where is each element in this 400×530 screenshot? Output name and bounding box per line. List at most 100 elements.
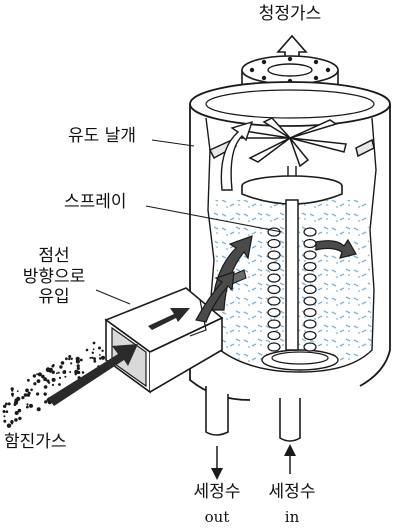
dust-dot bbox=[51, 364, 55, 368]
dust-dot bbox=[29, 403, 33, 408]
dust-dot bbox=[36, 379, 41, 383]
spray-nozzle bbox=[303, 296, 317, 306]
spray-nozzle bbox=[303, 227, 317, 237]
dust-dot bbox=[76, 364, 80, 368]
dust-dot bbox=[11, 394, 14, 397]
dust-dot bbox=[13, 403, 17, 406]
wash-water-out-label: 세정수 bbox=[193, 482, 241, 502]
dust-dot bbox=[76, 366, 80, 370]
spray-nozzle bbox=[303, 273, 317, 283]
dust-dot bbox=[27, 391, 31, 395]
dirty-gas-arrow bbox=[48, 344, 138, 406]
dust-dot bbox=[93, 357, 96, 361]
dust-dot bbox=[60, 361, 65, 365]
dust-dot bbox=[10, 387, 14, 391]
dust-dot bbox=[75, 359, 80, 364]
dust-dot bbox=[58, 376, 62, 379]
dust-dot bbox=[59, 365, 63, 369]
dust-dot bbox=[46, 379, 50, 383]
dust-dot bbox=[16, 396, 21, 401]
dust-dot bbox=[92, 341, 96, 345]
dust-dot bbox=[69, 371, 72, 373]
dust-dot bbox=[98, 346, 101, 350]
dust-dot bbox=[64, 375, 67, 378]
dust-dot bbox=[3, 415, 6, 418]
dust-dot bbox=[44, 400, 48, 404]
dust-dot bbox=[57, 371, 60, 374]
dust-dot bbox=[92, 348, 95, 351]
dust-dot bbox=[3, 419, 7, 423]
spray-nozzle bbox=[267, 284, 281, 295]
dust-dot bbox=[16, 390, 19, 392]
dust-dot bbox=[2, 410, 6, 413]
dust-dot bbox=[2, 404, 7, 408]
wash-water-in-label: 세정수 bbox=[268, 482, 316, 502]
spray-nozzle bbox=[267, 238, 281, 249]
leader-lines bbox=[95, 139, 283, 305]
dust-dot bbox=[68, 357, 71, 361]
spray-nozzle bbox=[303, 250, 317, 260]
tangential-inlet-label: 점선 방향으로 유입 bbox=[22, 246, 86, 308]
dust-dot bbox=[11, 389, 14, 392]
dust-dot bbox=[101, 349, 104, 352]
dust-dot bbox=[74, 369, 79, 375]
dust-dot bbox=[89, 356, 92, 359]
dust-dot bbox=[27, 378, 30, 382]
dirty-gas-label: 함진가스 bbox=[4, 432, 67, 452]
dust-dot bbox=[101, 357, 105, 360]
dust-dot bbox=[7, 402, 11, 406]
spray-nozzle bbox=[303, 319, 317, 329]
dust-dot bbox=[58, 383, 61, 386]
dust-dot bbox=[91, 351, 95, 354]
dust-dot bbox=[18, 416, 22, 421]
wash-water-out-en: out bbox=[204, 508, 230, 526]
dust-dot bbox=[51, 383, 55, 386]
dust-dot bbox=[48, 369, 52, 373]
dust-dot bbox=[51, 377, 56, 382]
dust-dot bbox=[6, 423, 12, 428]
dust-dot bbox=[32, 374, 37, 378]
spray-nozzle bbox=[267, 296, 281, 306]
spray-nozzle bbox=[303, 238, 317, 249]
spray-nozzle bbox=[303, 330, 317, 341]
spray-nozzle bbox=[267, 261, 281, 272]
dust-dot bbox=[64, 370, 66, 372]
dust-dot bbox=[36, 373, 39, 376]
spray-nozzle bbox=[267, 273, 281, 283]
dust-dot bbox=[68, 355, 72, 358]
spray-nozzle bbox=[303, 342, 317, 352]
swirl-arrow-right bbox=[315, 238, 357, 259]
clean-gas-label: 청정가스 bbox=[258, 4, 322, 24]
dust-dot bbox=[70, 362, 73, 365]
dust-dot bbox=[25, 388, 29, 393]
spray-nozzle bbox=[303, 261, 317, 272]
dust-dot bbox=[43, 392, 47, 396]
guide-vanes bbox=[208, 117, 375, 168]
inlet-duct bbox=[104, 271, 235, 394]
spray-nozzle bbox=[303, 284, 317, 295]
dust-dot bbox=[43, 377, 47, 382]
spray-nozzle bbox=[303, 307, 317, 318]
dust-dot bbox=[85, 348, 89, 352]
dust-dot bbox=[5, 410, 9, 414]
dust-dot bbox=[65, 357, 68, 361]
spray-label: 스프레이 bbox=[64, 192, 127, 212]
dust-dot bbox=[14, 411, 19, 415]
water-pipes bbox=[205, 386, 301, 480]
spray-nozzle bbox=[267, 319, 281, 329]
swirl-arrow-top bbox=[220, 120, 254, 191]
dust-dot bbox=[36, 407, 41, 412]
spray-assembly bbox=[241, 166, 343, 351]
spray-nozzle bbox=[267, 342, 281, 352]
dust-dot bbox=[5, 402, 8, 406]
vessel-top bbox=[189, 81, 391, 127]
dust-dot bbox=[70, 357, 73, 360]
dust-dot bbox=[93, 359, 97, 363]
dust-dot bbox=[79, 358, 83, 362]
spray-nozzle bbox=[267, 307, 281, 318]
dust-dot bbox=[91, 356, 94, 359]
dust-dot bbox=[37, 372, 42, 377]
dust-dot bbox=[99, 354, 101, 356]
dust-dot bbox=[25, 393, 28, 396]
